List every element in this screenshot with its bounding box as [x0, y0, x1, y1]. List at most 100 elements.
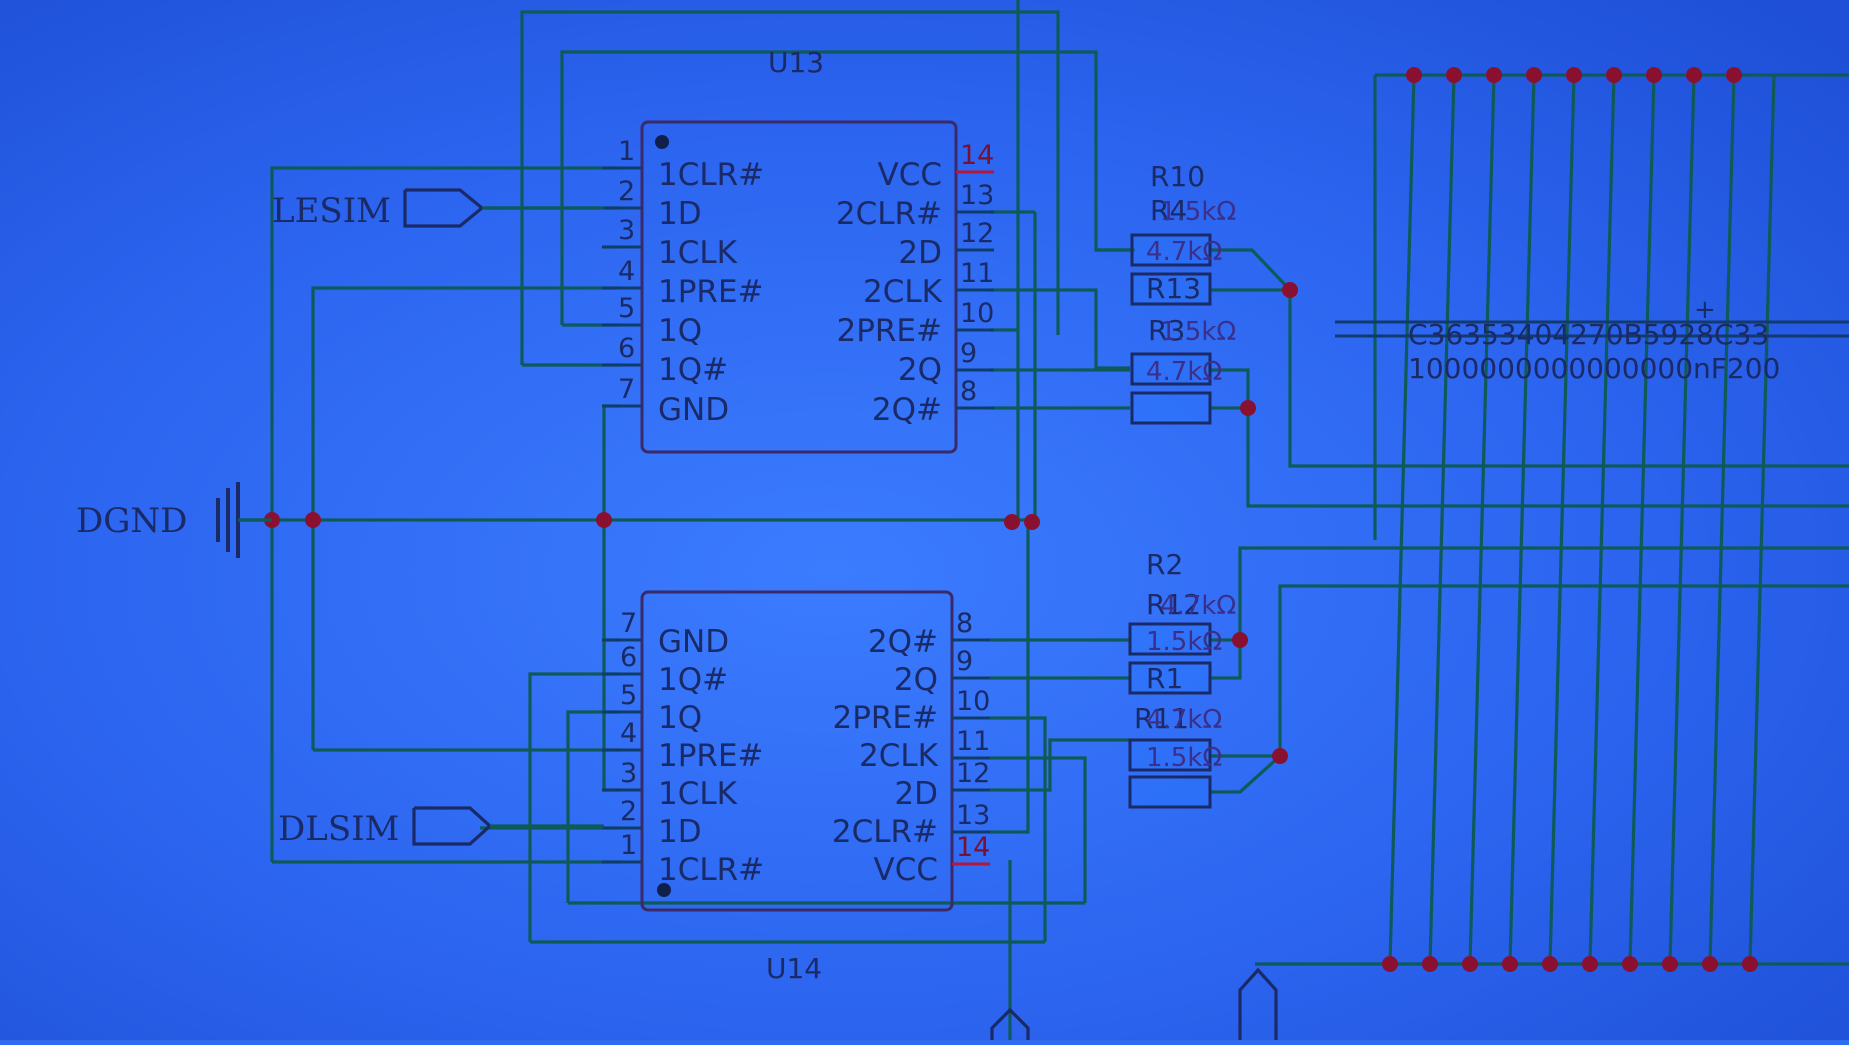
port-dlsim-label: DLSIM — [278, 809, 399, 849]
chip-u13-ref: U13 — [768, 46, 824, 79]
u13-pin-num: 7 — [618, 374, 635, 405]
chip-u14-ref: U14 — [766, 952, 822, 985]
u14-pin-name: 2CLK — [859, 738, 939, 774]
chip-u13-pin1-marker — [655, 135, 669, 149]
resistor-r4-ref: R4 — [1150, 194, 1187, 227]
u14-pin-num: 3 — [620, 758, 637, 789]
u14-pin-num: 12 — [956, 758, 990, 789]
u13-pin-num: 10 — [960, 298, 994, 329]
resistor-group-lower[interactable]: R2 R12 4.7kΩ 1.5kΩ R1 R11 4.7kΩ 1.5kΩ — [1128, 548, 1236, 809]
resistor-r1-body — [1128, 661, 1212, 695]
u14-pin-num: 2 — [620, 796, 637, 827]
u13-pin-name: 1Q# — [658, 352, 728, 388]
resistor-r10-value: 4.7kΩ — [1146, 237, 1222, 267]
resistor-r5-body — [1130, 391, 1212, 425]
u14-pin-num: 11 — [956, 726, 990, 757]
u13-pin-num: 2 — [618, 176, 635, 207]
port-lesim[interactable]: LESIM — [272, 188, 604, 231]
u13-pin-name: 2PRE# — [836, 313, 942, 349]
u14-pin-name: 1PRE# — [658, 738, 764, 774]
u14-pin-name: 1Q — [658, 700, 702, 736]
u13-pin-name: 2D — [898, 235, 942, 271]
capacitor-polarity-plus-icon: + — [1694, 295, 1716, 325]
resistor-r7-body — [1128, 775, 1212, 809]
port-bottom-center[interactable] — [990, 1007, 1030, 1040]
u14-pin-num: 13 — [956, 800, 990, 831]
u14-pin-num: 7 — [620, 608, 637, 639]
u14-pin-name: 2Q — [894, 662, 938, 698]
u13-pin-num: 13 — [960, 180, 994, 211]
resistor-r12-value: 4.7kΩ — [1160, 591, 1236, 621]
u13-pin-name: 1D — [658, 196, 702, 232]
u14-pin-name: 1CLR# — [658, 852, 764, 888]
resistor-r11-value: 4.7kΩ — [1146, 705, 1222, 735]
chip-u14[interactable]: U14 7 6 5 4 3 2 1 GND 1Q# 1Q 1PRE# 1CLK … — [602, 590, 991, 985]
resistor-r5-value: 4.7kΩ — [1146, 357, 1222, 387]
resistor-r2-value: 1.5kΩ — [1146, 627, 1222, 657]
u13-pin-name: 1CLK — [658, 235, 738, 271]
chip-u14-right-pins: 8 9 10 11 12 13 14 2Q# 2Q 2PRE# 2CLK 2D … — [832, 608, 991, 888]
u13-pin-num: 3 — [618, 215, 635, 246]
ground-dgnd[interactable]: DGND — [76, 482, 272, 558]
u13-pin-name: GND — [658, 392, 729, 428]
resistor-r3-value: 1.5kΩ — [1160, 317, 1236, 347]
u14-pin-name: 1D — [658, 814, 702, 850]
u14-pin-name: GND — [658, 624, 729, 660]
u14-pin-name: 2PRE# — [832, 700, 938, 736]
port-lesim-label: LESIM — [272, 191, 391, 231]
resistor-r11-body — [1128, 738, 1212, 772]
port-dlsim[interactable]: DLSIM — [278, 806, 604, 849]
resistor-r11-ref: R11 — [1134, 702, 1189, 735]
resistor-r1-ref: R1 — [1146, 662, 1183, 695]
u14-pin-num: 10 — [956, 686, 990, 717]
capacitor-bank[interactable]: + C36353404270B5928C33 1000000000000000n… — [1335, 295, 1849, 385]
resistor-r10-ref: R10 — [1150, 160, 1205, 193]
resistor-r4-value: 1.5kΩ — [1160, 197, 1236, 227]
u13-pin-name: 2CLR# — [836, 196, 942, 232]
u13-pin-num: 9 — [960, 338, 977, 369]
chip-u14-left-pins: 7 6 5 4 3 2 1 GND 1Q# 1Q 1PRE# 1CLK 1D 1… — [602, 608, 764, 888]
resistor-r12-ref: R12 — [1146, 588, 1201, 621]
u13-pin-num: 6 — [618, 333, 635, 364]
chip-u13-left-pins: 1 2 3 4 5 6 7 1CLR# 1D 1CLK 1PRE# 1Q 1Q#… — [602, 136, 764, 428]
chip-u13[interactable]: U13 1 2 3 4 5 6 7 1CLR# 1D 1CLK 1PRE# 1Q… — [602, 46, 995, 454]
u13-pin-name: 1CLR# — [658, 157, 764, 193]
u14-pin-num: 6 — [620, 642, 637, 673]
u14-pin-num: 1 — [620, 830, 637, 861]
u13-pin-name: 2Q — [898, 352, 942, 388]
u14-pin-num: 8 — [956, 608, 973, 639]
resistor-group-upper[interactable]: R10 R4 1.5kΩ 4.7kΩ R13 R3 1.5kΩ 4.7kΩ — [1130, 160, 1236, 425]
u14-pin-num: 5 — [620, 680, 637, 711]
u13-pin-name: 2CLK — [863, 274, 943, 310]
port-bottom-right[interactable] — [1238, 967, 1278, 1040]
resistor-r2-ref: R2 — [1146, 548, 1183, 581]
u13-pin-num: 5 — [618, 293, 635, 324]
chip-u13-right-pins: 14 13 12 11 10 9 8 VCC 2CLR# 2D 2CLK 2PR… — [836, 140, 995, 428]
u14-pin-num: 4 — [620, 718, 637, 749]
u14-pin-name: 1Q# — [658, 662, 728, 698]
u13-pin-num: 8 — [960, 376, 977, 407]
resistor-r3-ref: R3 — [1148, 314, 1185, 347]
u14-pin-name: VCC — [874, 852, 939, 888]
u14-pin-name: 2Q# — [868, 624, 938, 660]
u14-pin-name: 2CLR# — [832, 814, 938, 850]
resistor-r13-body — [1130, 272, 1212, 306]
u13-pin-num: 11 — [960, 258, 994, 289]
resistor-r10-body — [1130, 233, 1212, 267]
resistor-r7-value: 1.5kΩ — [1146, 743, 1222, 773]
resistor-r12-body — [1128, 622, 1212, 656]
u14-pin-num: 9 — [956, 646, 973, 677]
resistor-r13-ref: R13 — [1146, 272, 1201, 305]
u13-pin-name: VCC — [878, 157, 943, 193]
u14-pin-name: 2D — [894, 776, 938, 812]
u13-pin-name: 1Q — [658, 313, 702, 349]
u14-pin-name: 1CLK — [658, 776, 738, 812]
capacitor-bank-values: 1000000000000000nF200 — [1408, 352, 1780, 385]
u13-pin-name: 2Q# — [872, 392, 942, 428]
resistor-r3-body — [1130, 352, 1212, 386]
u13-pin-num: 14 — [960, 140, 994, 171]
u14-pin-num: 14 — [956, 832, 990, 863]
capacitor-bank-labels: C36353404270B5928C33 — [1408, 318, 1769, 351]
